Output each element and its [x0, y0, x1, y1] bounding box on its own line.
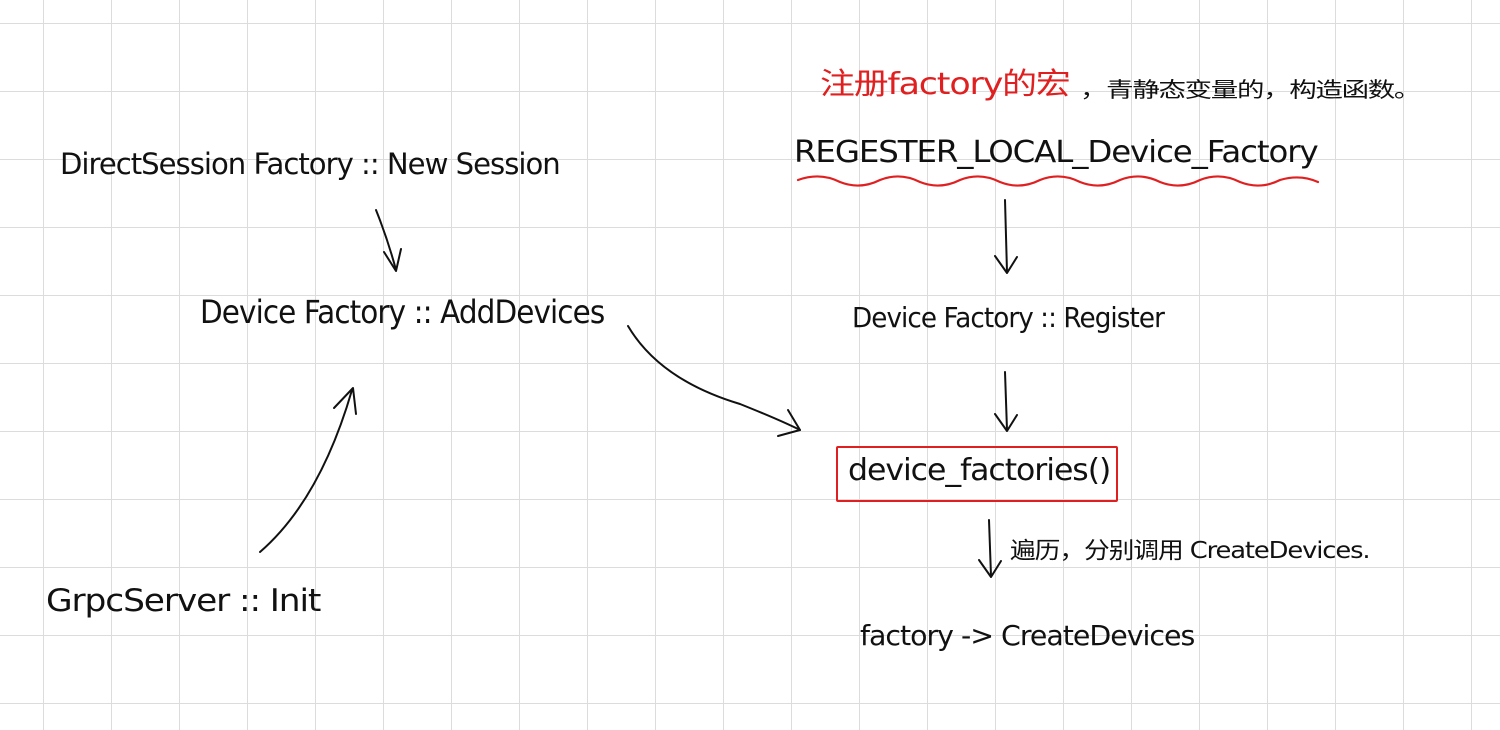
arrowhead-factories-to-createdevices [978, 559, 1002, 578]
node-new-session: DirectSession Factory :: New Session [60, 147, 561, 181]
macro-note-black: ，青静态变量的，构造函数。 [1080, 78, 1421, 102]
node-add-devices: Device Factory :: AddDevices [200, 293, 605, 331]
arrowhead-adddevices-to-factories [777, 409, 801, 437]
arrow-grpc-to-adddevices [259, 389, 353, 553]
node-create-devices: factory -> CreateDevices [860, 619, 1195, 652]
macro-note-red: 注册factory的宏 [820, 67, 1071, 102]
node-register: Device Factory :: Register [852, 301, 1165, 334]
arrowhead-newsession-to-adddevices [383, 248, 402, 272]
arrow-adddevices-to-factories [627, 325, 801, 431]
iterate-note: 遍历，分别调用 CreateDevices. [1010, 538, 1371, 564]
macro-red-underline [796, 175, 1320, 187]
node-register-macro: REGESTER_LOCAL_Device_Factory [794, 135, 1319, 170]
arrowhead-macro-to-register [994, 255, 1018, 274]
node-device-factories: device_factories() [848, 453, 1111, 488]
arrow-factories-to-createdevices [988, 519, 992, 577]
arrow-macro-to-register [1004, 199, 1008, 273]
arrow-register-to-factories [1004, 371, 1008, 431]
node-grpc-init: GrpcServer :: Init [46, 583, 321, 619]
arrow-newsession-to-adddevices [375, 209, 397, 271]
arrowhead-register-to-factories [994, 413, 1018, 432]
arrowhead-grpc-to-adddevices [333, 387, 357, 415]
device-factories-box [836, 446, 1118, 502]
